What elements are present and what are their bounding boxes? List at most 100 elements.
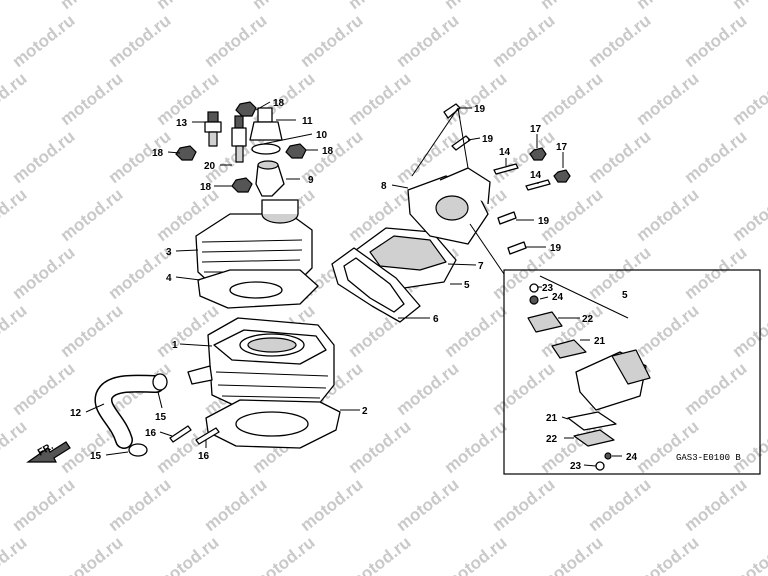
label-21-a: 21: [546, 413, 558, 424]
label-14-a: 14: [499, 147, 511, 158]
watermark-text: motod.ru: [633, 533, 703, 576]
watermark-text: motod.ru: [537, 0, 607, 13]
label-2: 2: [362, 406, 368, 417]
label-14-b: 14: [530, 170, 542, 181]
label-15-a: 15: [90, 451, 102, 462]
watermark-text: motod.ru: [441, 417, 511, 477]
label-22-b: 22: [546, 434, 558, 445]
label-6: 6: [433, 314, 439, 325]
watermark-text: motod.ru: [585, 127, 655, 187]
label-23-b: 23: [570, 461, 582, 472]
watermark-text: motod.ru: [9, 359, 79, 419]
label-16-a: 16: [145, 428, 157, 439]
leader-lines: [85, 101, 629, 467]
sensor-fitting: [249, 107, 285, 197]
watermark-text: motod.ru: [537, 533, 607, 576]
watermark-text: motod.ru: [537, 185, 607, 245]
label-20: 20: [204, 161, 216, 172]
label-22-a: 22: [582, 314, 594, 325]
watermark-text: motod.ru: [729, 0, 768, 13]
watermark-text: motod.ru: [393, 475, 463, 535]
label-13: 13: [176, 118, 188, 129]
label-5-inset: 5: [622, 290, 628, 301]
watermark-text: motod.ru: [729, 301, 768, 361]
watermark-text: motod.ru: [345, 69, 415, 129]
label-18-b: 18: [273, 98, 285, 109]
watermark-text: motod.ru: [57, 301, 127, 361]
watermark-text: motod.ru: [153, 0, 223, 13]
cylinder: [187, 317, 335, 409]
watermark-text: motod.ru: [57, 0, 127, 13]
label-19-c: 19: [538, 216, 550, 227]
label-1: 1: [172, 340, 178, 351]
watermark-text: motod.ru: [729, 533, 768, 576]
watermark-text: motod.ru: [633, 69, 703, 129]
watermark-text: motod.ru: [57, 533, 127, 576]
watermark-text: motod.ru: [489, 359, 559, 419]
watermark-text: motod.ru: [633, 417, 703, 477]
watermark-text: motod.ru: [441, 0, 511, 13]
label-11: 11: [302, 116, 313, 127]
watermark-text: motod.ru: [0, 301, 31, 361]
watermark-text: motod.ru: [729, 417, 768, 477]
label-24-a: 24: [552, 292, 564, 303]
watermark-text: motod.ru: [9, 243, 79, 303]
watermark-text: motod.ru: [105, 475, 175, 535]
label-4: 4: [166, 273, 172, 284]
watermark-text: motod.ru: [297, 11, 367, 71]
stud-bolts: [169, 425, 220, 445]
watermark-text: motod.ru: [441, 301, 511, 361]
head-nuts: [175, 101, 307, 193]
watermark-text: motod.ru: [0, 69, 31, 129]
watermark-text: motod.ru: [441, 533, 511, 576]
front-direction-arrow: [26, 441, 71, 463]
watermark-text: motod.ru: [0, 533, 31, 576]
part-labels: 1 2 3 4 5 5 6 7 8 9 10 11 12 13 14 14 15…: [36, 98, 741, 472]
watermark-text: motod.ru: [153, 533, 223, 576]
reed-gasket: [331, 247, 421, 323]
watermark-text: motod.ru: [249, 0, 319, 13]
cylinder-gasket: [205, 399, 341, 449]
label-17-a: 17: [530, 124, 542, 135]
watermark-text: motod.ru: [681, 243, 751, 303]
reed-valve-exploded-inset: [503, 269, 761, 475]
watermark-text: motod.ru: [57, 69, 127, 129]
watermark-text: motod.ru: [345, 417, 415, 477]
watermark-text: motod.ru: [393, 359, 463, 419]
watermark-text: motod.ru: [585, 243, 655, 303]
label-18-a: 18: [152, 148, 164, 159]
label-15-b: 15: [155, 412, 167, 423]
watermark-text: motod.ru: [633, 0, 703, 13]
label-18-c: 18: [200, 182, 212, 193]
watermark-text: motod.ru: [105, 243, 175, 303]
watermark-text: motod.ru: [489, 11, 559, 71]
label-23-a: 23: [542, 283, 554, 294]
watermark-text: motod.ru: [249, 533, 319, 576]
watermark-text: motod.ru: [489, 475, 559, 535]
watermark-text: motod.ru: [681, 359, 751, 419]
water-hose: [94, 373, 168, 457]
watermark-text: motod.ru: [9, 11, 79, 71]
spark-plug-alt: [231, 115, 247, 163]
label-10: 10: [316, 130, 328, 141]
watermark-text: motod.ru: [0, 0, 31, 13]
watermark-text: motod.ru: [0, 185, 31, 245]
watermark-text: motod.ru: [729, 185, 768, 245]
label-19-d: 19: [550, 243, 562, 254]
intake-manifold: [407, 167, 491, 245]
label-16-b: 16: [198, 451, 210, 462]
label-17-b: 17: [556, 142, 568, 153]
label-18-d: 18: [322, 146, 334, 157]
spark-plug: [204, 111, 222, 147]
label-19-b: 19: [482, 134, 494, 145]
watermark-text: motod.ru: [297, 475, 367, 535]
watermark-text: motod.ru: [681, 475, 751, 535]
watermark-text: motod.ru: [585, 11, 655, 71]
label-19-a: 19: [474, 104, 486, 115]
watermark-text: motod.ru: [9, 475, 79, 535]
watermark-text: motod.ru: [633, 301, 703, 361]
watermark-text: motod.ru: [105, 127, 175, 187]
watermark-text: motod.ru: [57, 185, 127, 245]
label-9: 9: [308, 175, 314, 186]
